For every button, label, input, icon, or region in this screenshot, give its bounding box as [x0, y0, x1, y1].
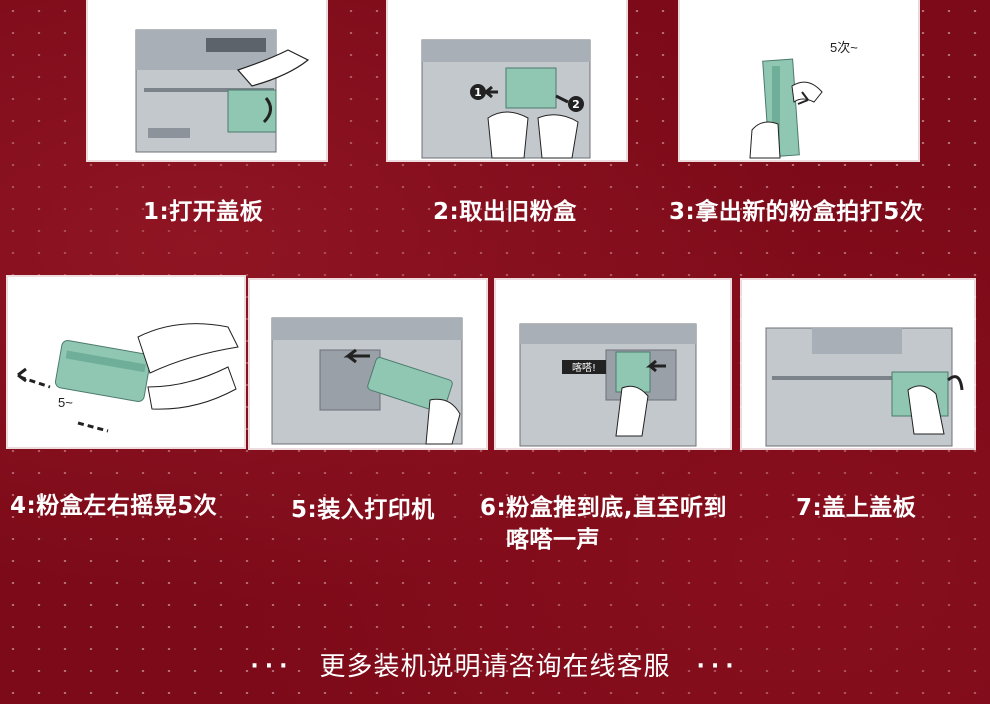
- footer-text: 更多装机说明请咨询在线客服: [319, 652, 671, 682]
- shake-cartridge-illustration: 5~: [17, 323, 239, 433]
- mark-5-times: 5次~: [830, 40, 858, 55]
- step5-image: [250, 280, 486, 448]
- step7-caption: 7:盖上盖板: [796, 495, 917, 521]
- step3-image: 5次~: [680, 0, 918, 160]
- footer-dots-left: ···: [250, 654, 294, 679]
- footer: ··· 更多装机说明请咨询在线客服 ···: [0, 646, 990, 690]
- step6-caption: 6:粉盒推到底,直至听到 喀嗒一声: [480, 492, 727, 556]
- step4-caption: 4:粉盒左右摇晃5次: [10, 493, 218, 519]
- step5-caption: 5:装入打印机: [291, 497, 435, 523]
- mark-5-shake: 5~: [58, 395, 73, 410]
- mark-1: 1: [474, 86, 482, 99]
- step2-caption: 2:取出旧粉盒: [433, 199, 577, 225]
- push-cartridge-illustration: 喀嗒!: [519, 323, 697, 447]
- open-cover-illustration: [135, 29, 310, 153]
- tap-new-cartridge-illustration: 5次~: [749, 40, 858, 159]
- remove-old-cartridge-illustration: 1 2: [421, 39, 591, 159]
- footer-dots-right: ···: [696, 654, 740, 679]
- close-cover-illustration: [765, 327, 964, 447]
- step6-caption-line2: 喀嗒一声: [506, 527, 600, 553]
- step6-image: 喀嗒!: [496, 280, 730, 448]
- mark-2: 2: [572, 98, 580, 111]
- step6-caption-line1: 6:粉盒推到底,直至听到: [480, 495, 727, 521]
- step4-image: 5~: [8, 277, 244, 447]
- step1-image: [88, 0, 326, 160]
- insert-cartridge-illustration: [271, 317, 463, 445]
- step7-image: [742, 280, 974, 448]
- step3-caption: 3:拿出新的粉盒拍打5次: [669, 199, 924, 225]
- step1-caption: 1:打开盖板: [143, 199, 264, 225]
- step2-image: 1 2: [388, 0, 626, 160]
- click-mark: 喀嗒!: [572, 361, 596, 374]
